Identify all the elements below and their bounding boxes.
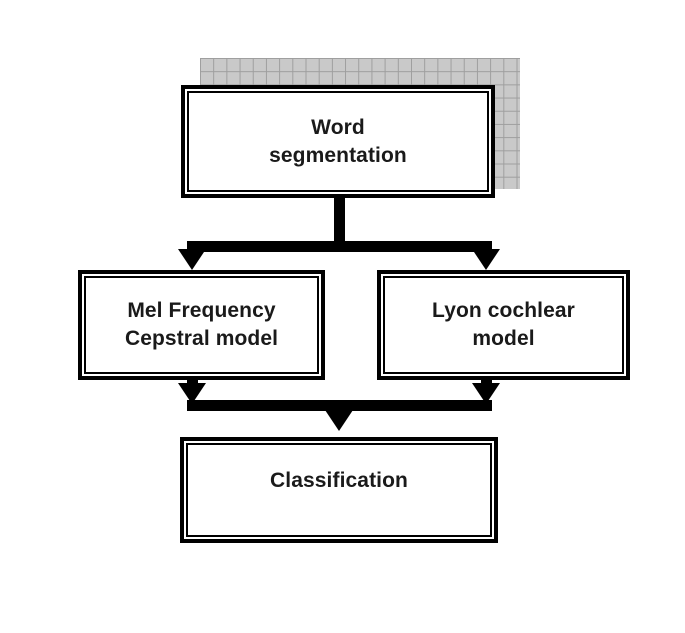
split-connector-right-stub — [481, 241, 492, 254]
split-connector-bar — [187, 241, 492, 252]
node-lyon-cochlear-model-label: Lyon cochlear model — [432, 299, 575, 350]
node-word-segmentation-inner: Word segmentation — [187, 91, 489, 192]
merge-connector-center-arrowhead — [325, 410, 353, 431]
merge-connector-right-arrowhead — [472, 383, 500, 404]
node-word-segmentation[interactable]: Word segmentation — [181, 85, 495, 198]
node-mel-frequency-cepstral-model[interactable]: Mel Frequency Cepstral model — [78, 270, 325, 380]
split-connector-left-stub — [187, 241, 198, 254]
node-mel-frequency-cepstral-model-label: Mel Frequency Cepstral model — [124, 299, 279, 350]
node-lyon-cochlear-model-inner: Lyon cochlear model — [383, 276, 624, 374]
split-connector-left-arrowhead — [178, 249, 206, 270]
split-connector-right-arrowhead — [472, 249, 500, 270]
merge-connector-left-arrowhead — [178, 383, 206, 404]
node-classification-label: Classification — [270, 469, 408, 492]
split-connector-stem — [334, 198, 345, 250]
node-classification[interactable]: Classification — [180, 437, 498, 543]
merge-connector-center-stem — [334, 400, 345, 414]
node-word-segmentation-label: Word segmentation — [269, 115, 407, 167]
node-lyon-cochlear-model[interactable]: Lyon cochlear model — [377, 270, 630, 380]
node-mel-frequency-cepstral-model-inner: Mel Frequency Cepstral model — [84, 276, 319, 374]
node-classification-inner: Classification — [186, 443, 492, 537]
